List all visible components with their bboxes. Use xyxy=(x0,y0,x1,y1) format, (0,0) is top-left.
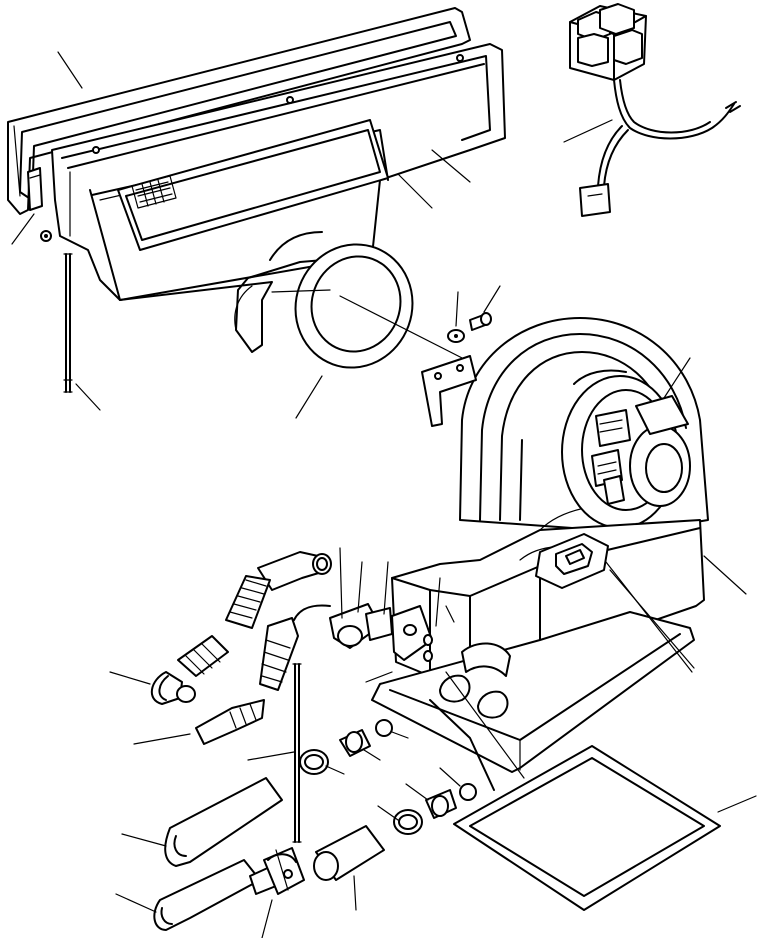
blower-motor xyxy=(562,371,690,529)
air-filter xyxy=(118,120,388,250)
hoses xyxy=(152,552,384,930)
alignment-line xyxy=(340,296,470,362)
nut xyxy=(448,330,464,342)
heater-box xyxy=(372,520,704,790)
switch xyxy=(536,534,692,672)
gasket xyxy=(454,746,720,910)
support-rod-2 xyxy=(293,664,301,842)
duct-seal-ring xyxy=(270,228,430,384)
relay-switch-block xyxy=(570,4,646,80)
hose-clamps xyxy=(300,750,422,834)
o-rings xyxy=(376,635,476,800)
clip xyxy=(28,168,42,210)
bezel-frame xyxy=(8,8,470,214)
leader-lines xyxy=(12,52,756,938)
wiring-harness xyxy=(580,80,740,216)
water-valve xyxy=(264,848,304,894)
fittings xyxy=(250,604,456,894)
support-rod xyxy=(64,254,72,392)
bolt xyxy=(470,313,491,330)
